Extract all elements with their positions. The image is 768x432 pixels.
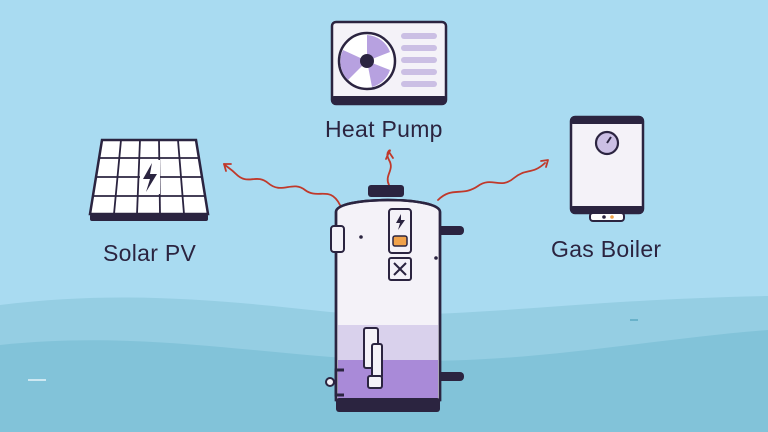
gas-boiler-icon [569,115,645,222]
gas-boiler-label: Gas Boiler [551,236,662,262]
heat-waves [223,149,549,206]
lightning-bolt-icon [396,214,405,230]
heat-wave-center [386,149,392,186]
heat-pump-unit-icon [330,20,448,106]
heat-wave-right [437,162,546,201]
solar-pv-label: Solar PV [103,240,197,266]
solar-panel-icon [88,138,210,221]
heat-pump-label: Heat Pump [325,116,443,142]
hot-water-cylinder-icon [325,185,464,412]
lightning-bolt-icon [143,163,157,192]
heat-wave-left [223,163,341,206]
